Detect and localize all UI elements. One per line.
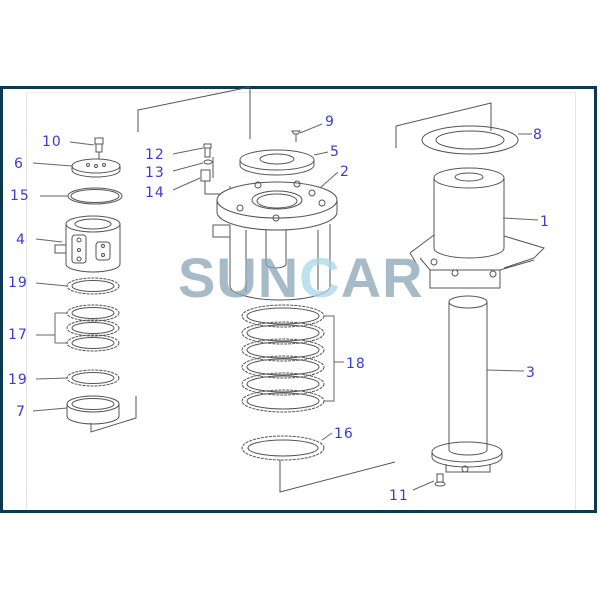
page-border-right [575, 92, 576, 510]
part-16-ring [241, 435, 325, 461]
callout-19-upper: 19 [8, 275, 28, 291]
callout-6: 6 [14, 156, 24, 172]
callout-1: 1 [540, 214, 550, 230]
callout-15: 15 [10, 188, 30, 204]
part-13-washer [203, 159, 213, 165]
callout-10: 10 [42, 134, 62, 150]
part-6-cap-plate [71, 158, 121, 178]
callout-11: 11 [389, 488, 409, 504]
part-19-ring-upper [66, 277, 120, 295]
callout-9: 9 [325, 114, 335, 130]
part-7-collar [66, 395, 120, 425]
callout-2: 2 [340, 164, 350, 180]
part-9-screw [291, 130, 301, 142]
bracket-line [279, 460, 396, 493]
watermark-text-c: C [299, 246, 341, 309]
bracket-line [137, 86, 251, 139]
watermark: SUNCAR [178, 250, 424, 306]
callout-12: 12 [145, 147, 165, 163]
part-8-gasket [421, 125, 519, 155]
part-2-body [212, 180, 338, 301]
part-19-ring-lower [66, 369, 120, 387]
part-1-rotor [409, 167, 545, 289]
callout-3: 3 [526, 365, 536, 381]
leader-lines-right [412, 133, 539, 491]
part-4-housing [54, 215, 121, 273]
callout-16: 16 [334, 426, 354, 442]
callout-4: 4 [16, 232, 26, 248]
bracket-line [395, 102, 492, 148]
part-10-bolt [94, 137, 104, 162]
part-18-ring-stack [241, 304, 325, 413]
page-border-top [26, 92, 576, 93]
callout-8: 8 [533, 127, 543, 143]
callout-5: 5 [330, 144, 340, 160]
bracket-line [90, 396, 137, 433]
callout-17: 17 [8, 327, 28, 343]
watermark-text-ar: AR [340, 246, 424, 309]
part-3-shaft [431, 295, 503, 473]
part-11-bolt [434, 473, 446, 487]
callout-13: 13 [145, 165, 165, 181]
page-border-left [26, 92, 27, 510]
leader-lines-center [172, 123, 344, 441]
part-17-ring-stack [66, 304, 120, 352]
leader-lines-left [32, 141, 95, 412]
callout-18: 18 [346, 356, 366, 372]
part-12-bolt [203, 143, 212, 158]
callout-14: 14 [145, 185, 165, 201]
watermark-text-sun: SUN [178, 246, 300, 309]
callout-19-lower: 19 [8, 372, 28, 388]
part-5-flange-plate [239, 149, 315, 176]
callout-7: 7 [16, 404, 26, 420]
part-15-o-ring [67, 187, 123, 205]
part-14-lock-plate [200, 157, 231, 195]
